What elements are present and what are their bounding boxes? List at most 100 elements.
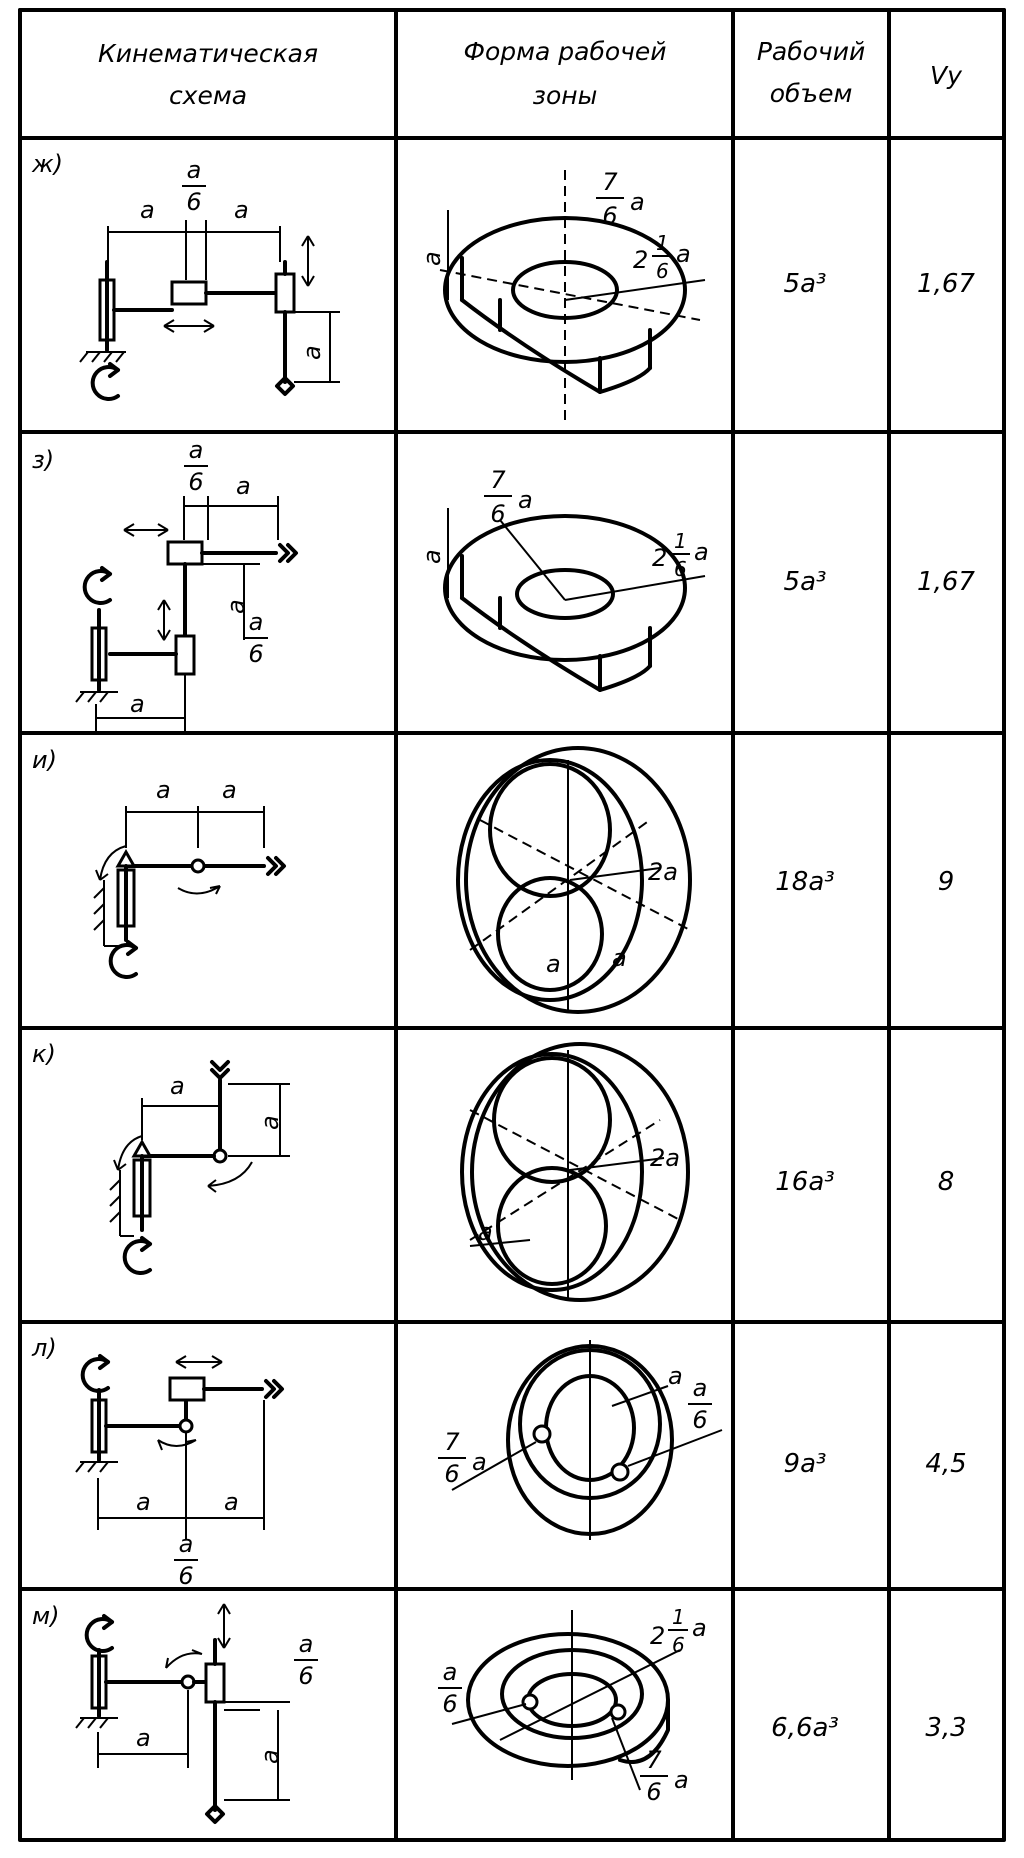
svg-text:a: a [170, 1072, 185, 1100]
volume-cell: 5a³ [784, 567, 827, 597]
svg-text:6: 6 [444, 1460, 459, 1488]
svg-text:a: a [140, 196, 155, 224]
svg-text:a: a [234, 196, 249, 224]
row-label: к) [32, 1040, 56, 1068]
svg-text:a: a [546, 950, 561, 978]
vy-cell: 1,67 [917, 269, 975, 299]
svg-text:6: 6 [490, 500, 505, 528]
header-zone-line1: Форма рабочей [463, 37, 666, 66]
header-volume-line1: Рабочий [757, 37, 865, 66]
svg-text:a: a [222, 599, 250, 614]
svg-text:2a: 2a [648, 858, 678, 886]
vy-cell: 9 [938, 867, 955, 897]
svg-text:6: 6 [646, 1778, 661, 1806]
volume-cell: 5a³ [784, 269, 827, 299]
svg-text:2a: 2a [650, 1144, 680, 1172]
vy-cell: 1,67 [917, 567, 975, 597]
svg-text:a: a [443, 1658, 458, 1686]
table-grid [18, 8, 1006, 1842]
svg-text:2: 2 [633, 246, 648, 274]
svg-text:a: a [136, 1724, 151, 1752]
svg-text:1: 1 [674, 529, 687, 553]
svg-text:2: 2 [650, 1622, 665, 1650]
svg-text:a: a [478, 1218, 493, 1246]
svg-text:a: a [256, 1115, 284, 1130]
svg-text:a: a [693, 1374, 708, 1402]
svg-text:a: a [418, 549, 446, 564]
svg-text:6: 6 [178, 1562, 193, 1590]
kinematic-scheme-i: a a [93, 776, 286, 979]
svg-text:2: 2 [652, 544, 667, 572]
header-kinematic-line1: Кинематическая [98, 39, 318, 68]
svg-text:1: 1 [656, 231, 669, 255]
svg-text:a: a [236, 472, 251, 500]
svg-text:a: a [298, 345, 326, 360]
svg-text:a: a [299, 1630, 314, 1658]
svg-text:a: a [222, 776, 237, 804]
svg-text:a: a [472, 1448, 487, 1476]
svg-text:a: a [674, 1766, 689, 1794]
svg-text:a: a [179, 1530, 194, 1558]
volume-cell: 9a³ [784, 1449, 827, 1479]
svg-text:1: 1 [672, 1605, 685, 1629]
vy-cell: 4,5 [925, 1449, 966, 1479]
header-kinematic-line2: схема [169, 81, 247, 110]
row-label: ж) [31, 150, 63, 178]
svg-text:a: a [249, 608, 264, 636]
kinematic-scheme-l: a a a 6 [75, 1354, 284, 1590]
svg-text:7: 7 [602, 168, 618, 196]
svg-text:7: 7 [490, 466, 506, 494]
kinematic-scheme-z: a 6 a a a 6 a [75, 436, 298, 732]
kinematic-scheme-m: a a a 6 [75, 1603, 318, 1824]
kinematic-scheme-k: a a [109, 1060, 290, 1275]
svg-text:7: 7 [444, 1428, 460, 1456]
header-vy: Vу [930, 61, 963, 90]
row-label: м) [32, 1602, 59, 1630]
row-label: л) [31, 1334, 57, 1362]
row-label: з) [32, 446, 54, 474]
svg-text:6: 6 [298, 1662, 313, 1690]
svg-text:a: a [187, 156, 202, 184]
svg-text:6: 6 [248, 640, 263, 668]
svg-text:6: 6 [674, 557, 687, 581]
svg-text:6: 6 [602, 202, 617, 230]
svg-text:a: a [692, 1614, 707, 1642]
svg-text:a: a [256, 1749, 284, 1764]
volume-cell: 16a³ [775, 1167, 834, 1197]
header-zone-line2: зоны [533, 81, 598, 110]
svg-text:a: a [418, 251, 446, 266]
svg-text:6: 6 [672, 1633, 685, 1657]
kinematic-scheme-zh: a 6 a a a [79, 156, 340, 401]
svg-text:a: a [156, 776, 171, 804]
svg-text:7: 7 [646, 1746, 662, 1774]
svg-text:a: a [224, 1488, 239, 1516]
row-label: и) [32, 746, 57, 774]
table-header: Кинематическая схема Форма рабочей зоны … [98, 37, 963, 110]
svg-text:a: a [130, 690, 145, 718]
vy-cell: 3,3 [925, 1713, 966, 1743]
svg-text:6: 6 [188, 468, 203, 496]
svg-text:a: a [694, 538, 709, 566]
svg-text:6: 6 [692, 1406, 707, 1434]
work-zone-z: 7 6 a 2 1 6 a a [418, 466, 709, 692]
header-volume-line2: объем [770, 79, 853, 108]
work-zone-m: 2 1 6 a a 6 7 6 a [438, 1605, 707, 1806]
vy-cell: 8 [938, 1167, 955, 1197]
work-zone-l: a a 6 7 6 a [438, 1340, 723, 1540]
volume-cell: 6,6a³ [771, 1713, 839, 1743]
svg-text:a: a [189, 436, 204, 464]
svg-text:a: a [136, 1488, 151, 1516]
svg-text:a: a [668, 1362, 683, 1390]
svg-text:6: 6 [656, 259, 669, 283]
svg-text:a: a [612, 944, 627, 972]
work-zone-k: 2a a [460, 1042, 690, 1302]
svg-text:a: a [630, 188, 645, 216]
work-zone-i: 2a a a [456, 746, 692, 1014]
svg-text:6: 6 [442, 1690, 457, 1718]
svg-text:a: a [518, 486, 533, 514]
work-zone-zh: 7 6 a 2 1 6 a a [418, 168, 706, 420]
volume-cell: 18a³ [775, 867, 834, 897]
svg-text:6: 6 [186, 188, 201, 216]
svg-text:a: a [676, 240, 691, 268]
